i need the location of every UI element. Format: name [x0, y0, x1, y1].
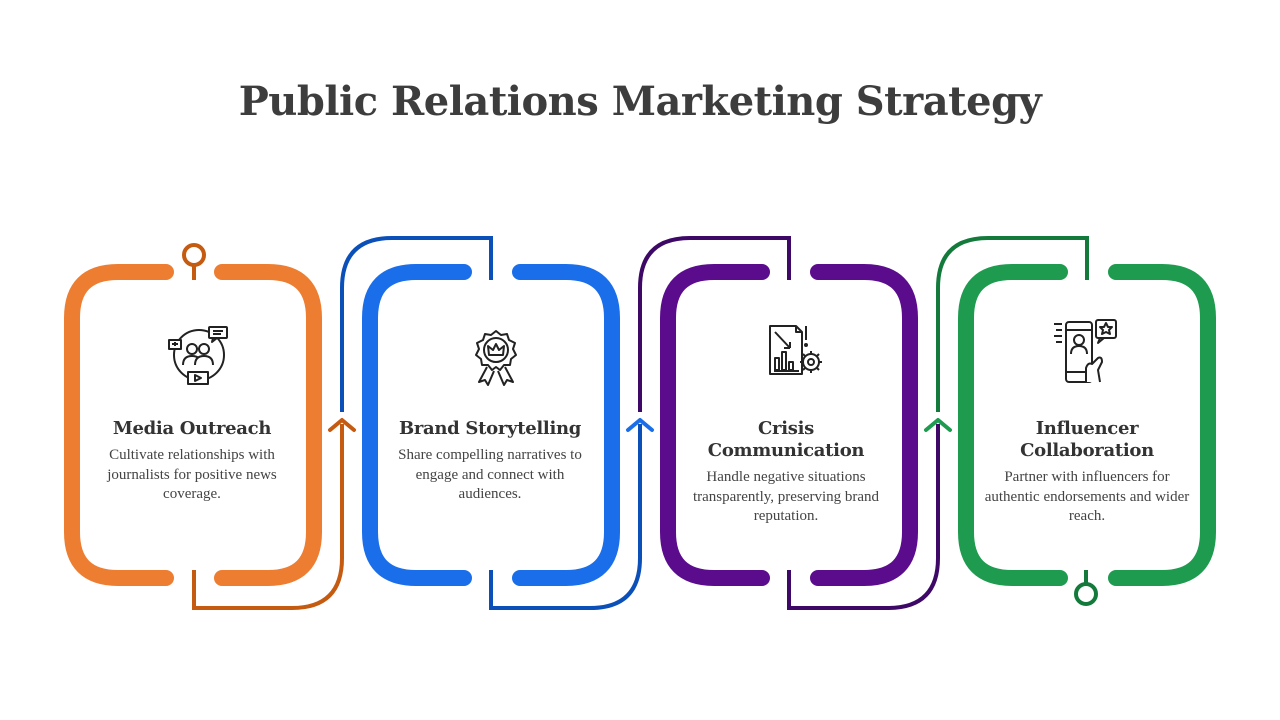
step-description: Share compelling narratives to engage an… — [398, 447, 582, 502]
influencer-phone-star-icon — [1054, 319, 1117, 383]
card-crisis-communication: Crisis Communication Handle negative sit… — [678, 418, 894, 527]
step-description: Handle negative situations transparently… — [692, 469, 880, 524]
card-influencer-collaboration: Influencer Collaboration Partner with in… — [980, 418, 1194, 527]
step-title: Crisis Communication — [707, 418, 865, 461]
step-description: Cultivate relationships with journalists… — [107, 447, 277, 502]
chart-alert-gear-icon — [769, 325, 822, 375]
media-outreach-icon — [168, 326, 228, 385]
card-media-outreach: Media Outreach Cultivate relationships w… — [86, 418, 298, 505]
start-pin — [182, 243, 206, 267]
step-title: Brand Storytelling — [398, 418, 582, 439]
arrow-up-icon — [328, 418, 356, 432]
card-media-outreach-frame — [64, 243, 356, 610]
page-title: Public Relations Marketing Strategy — [238, 78, 1042, 125]
step-description: Partner with influencers for authentic e… — [984, 469, 1190, 524]
step-title: Influencer Collaboration — [1020, 418, 1154, 461]
arrow-up-icon — [626, 418, 654, 432]
card-brand-storytelling-frame — [340, 236, 654, 610]
step-title: Media Outreach — [112, 418, 272, 439]
card-crisis-communication-frame — [638, 236, 952, 610]
card-influencer-collaboration-frame — [936, 236, 1216, 606]
award-badge-crown-icon — [475, 330, 517, 386]
arrow-up-icon — [924, 418, 952, 432]
end-pin — [1074, 582, 1098, 606]
card-brand-storytelling: Brand Storytelling Share compelling narr… — [384, 418, 596, 505]
